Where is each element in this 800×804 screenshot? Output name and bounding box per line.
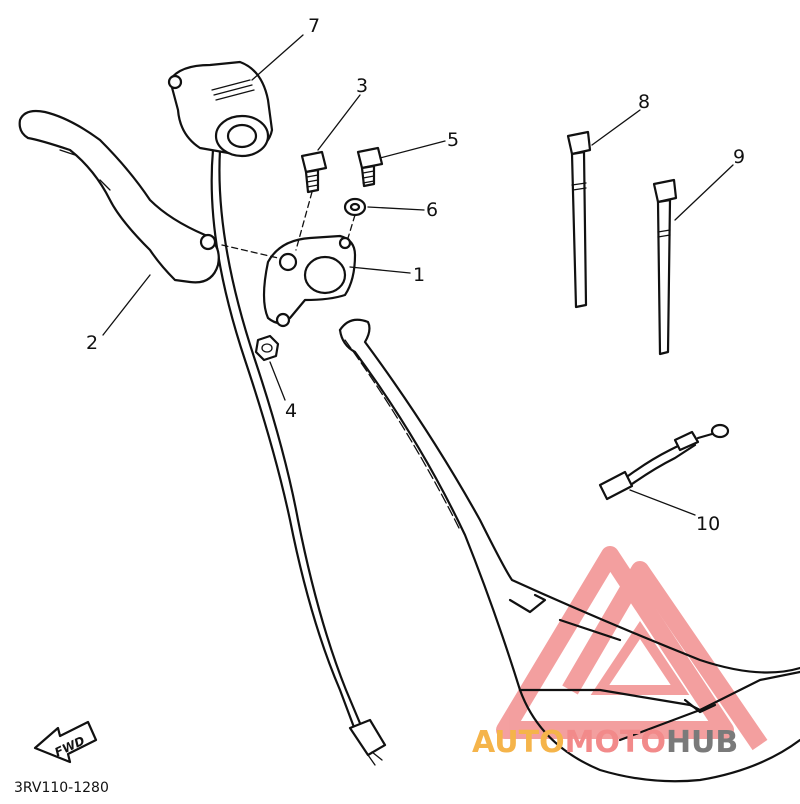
handlebar-switch (167, 60, 274, 158)
callout-8: 8 (638, 91, 650, 113)
clutch-lever (18, 109, 220, 284)
bolt-5 (356, 146, 384, 188)
watermark-text-auto: AUTO (472, 725, 565, 760)
cable-tie-9 (652, 178, 678, 356)
watermark-text-moto: MOTO (565, 725, 666, 760)
callout-9: 9 (733, 146, 745, 168)
callout-2: 2 (86, 332, 98, 354)
bolt-3 (295, 150, 328, 251)
switch-cable (210, 148, 387, 766)
callout-1: 1 (413, 264, 425, 286)
lever-holder (221, 234, 357, 328)
leader-lines (102, 34, 734, 516)
cable-tie-8 (566, 130, 592, 309)
washer-6 (343, 197, 367, 239)
callout-3: 3 (356, 75, 368, 97)
fwd-arrow: FWD (33, 720, 98, 764)
watermark-text: AUTOMOTOHUB (472, 725, 738, 760)
nut-4 (254, 334, 280, 362)
handlebar (338, 318, 800, 783)
callout-7: 7 (308, 15, 320, 37)
wire-harness-10 (598, 423, 730, 501)
part-code: 3RV110-1280 (14, 780, 109, 796)
watermark-logo (496, 546, 768, 751)
callout-10: 10 (696, 513, 720, 535)
callout-6: 6 (426, 199, 438, 221)
callout-5: 5 (447, 129, 459, 151)
watermark-text-hub: HUB (666, 725, 738, 760)
callout-4: 4 (285, 400, 297, 422)
